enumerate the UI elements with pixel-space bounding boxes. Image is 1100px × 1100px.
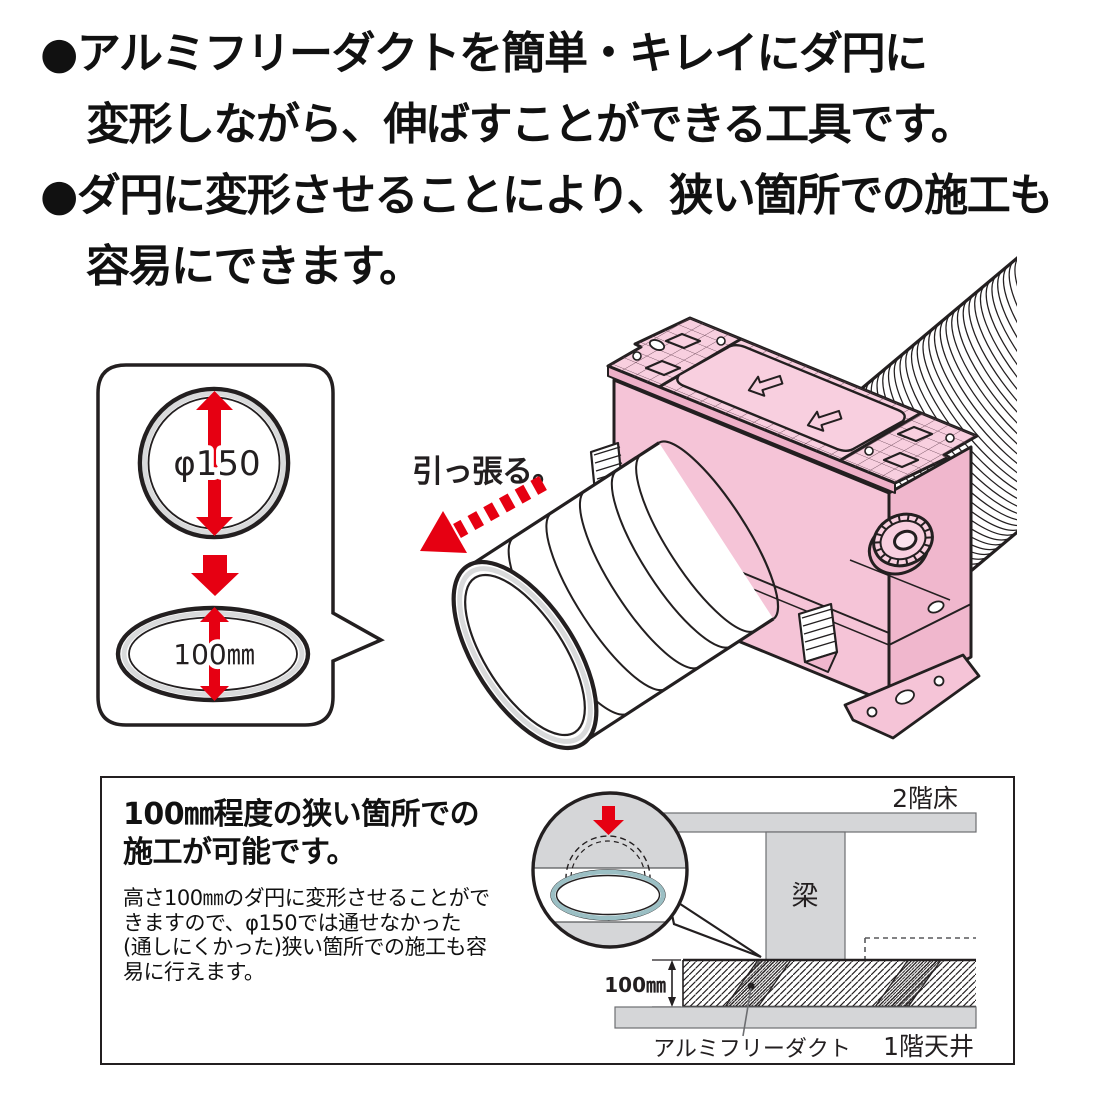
heading-line-2: 施工が可能です。 [123, 835, 357, 870]
ceiling1-bar [614, 1006, 977, 1029]
flange-holes-left [632, 332, 726, 377]
bullet-1-text-1: アルミフリーダクトを簡単・キレイにダ円に [76, 28, 928, 79]
right-face-hole [927, 600, 945, 614]
knob-dial [867, 512, 934, 576]
info-box-body: 高さ100㎜のダ円に変形させることがで きますので、φ150では通せなかった (… [123, 886, 490, 984]
floor2-label: 2階床 [892, 784, 958, 813]
circle-diagram: φ150 [137, 386, 291, 540]
tool-top-plate [606, 316, 979, 494]
oval-duct-rings [507, 440, 780, 716]
pull-arrow-neck [443, 511, 467, 553]
pull-annotation: 引っ張る。 [412, 454, 563, 553]
heading-line-1: 100㎜程度の狭い箇所での [123, 797, 480, 832]
foot-screw-hole-2 [866, 706, 878, 718]
ratchet-clip-lower [797, 602, 839, 673]
diameter-arrow-icon [196, 391, 233, 536]
dim-label: 100㎜ [604, 973, 666, 997]
info-box: 100㎜程度の狭い箇所での 施工が可能です。 高さ100㎜のダ円に変形させること… [100, 776, 1015, 1065]
transform-arrow-icon [191, 555, 239, 596]
knob-center-hole [893, 529, 918, 551]
flange-holes-right [864, 425, 955, 469]
pull-arrow-head-icon [420, 511, 467, 553]
flange-boundary-right [838, 411, 922, 463]
mounting-foot [843, 653, 981, 740]
dimension-100mm: 100㎜ [604, 959, 681, 1008]
circle-size-label: φ150 [173, 444, 260, 484]
body-line-3: (通しにくかった)狭い箇所での施工も容 [123, 935, 487, 959]
duct-label: アルミフリーダクト [653, 1037, 851, 1062]
clamp-seam-right [888, 603, 972, 646]
leader-line [742, 987, 752, 1037]
oval-size-label: 100㎜ [173, 638, 254, 671]
slide-panel [676, 344, 906, 452]
ceiling1-label: 1階天井 [883, 1032, 974, 1061]
bullet-2-line-2: 容易にできます。 [86, 241, 423, 292]
oval-duct-edge-bottom [581, 617, 775, 745]
bullet-marker-2: ● [40, 170, 78, 221]
body-line-1: 高さ100㎜のダ円に変形させることがで [123, 886, 490, 910]
foot-screw-hole [933, 675, 945, 687]
bullet-2-line-1: ●ダ円に変形させることにより、狭い箇所での施工も [40, 160, 1090, 231]
pull-arrow-tail [453, 476, 547, 538]
height-arrow-icon [200, 607, 229, 701]
oval-duct-edge-top [466, 441, 660, 569]
dashed-duct-outline [864, 937, 976, 960]
dim-arrowhead-bottom [668, 997, 676, 1007]
speech-bubble: φ150 100㎜ [96, 363, 385, 727]
press-arrow-icon [593, 806, 624, 835]
bullet-2-text-1: ダ円に変形させることにより、狭い箇所での施工も [76, 170, 1053, 221]
beam-label: 梁 [792, 881, 819, 912]
bullet-marker: ● [40, 28, 78, 79]
leader-dot [747, 982, 755, 990]
beam [765, 831, 846, 961]
foot-oval-hole [895, 689, 915, 705]
bullet-1-line-1: ●アルミフリーダクトを簡単・キレイにダ円に [40, 18, 1090, 89]
dim-arrowhead-top [668, 960, 676, 970]
info-box-heading: 100㎜程度の狭い箇所での 施工が可能です。 [123, 796, 480, 872]
oval-diagram: 100㎜ [115, 605, 311, 703]
oval-duct [451, 440, 780, 751]
body-line-2: きますので、φ150では通せなかった [123, 910, 462, 935]
body-line-4: 易に行えます。 [123, 959, 265, 984]
intro-section: ●アルミフリーダクトを簡単・キレイにダ円に 変形しながら、伸ばすことができる工具… [40, 18, 1090, 302]
bullet-1-line-2: 変形しながら、伸ばすことができる工具です。 [86, 99, 975, 150]
forming-tool [589, 316, 981, 740]
deformed-oval [550, 869, 666, 921]
face-crease [849, 559, 951, 601]
oval-duct-mouth [451, 559, 599, 751]
